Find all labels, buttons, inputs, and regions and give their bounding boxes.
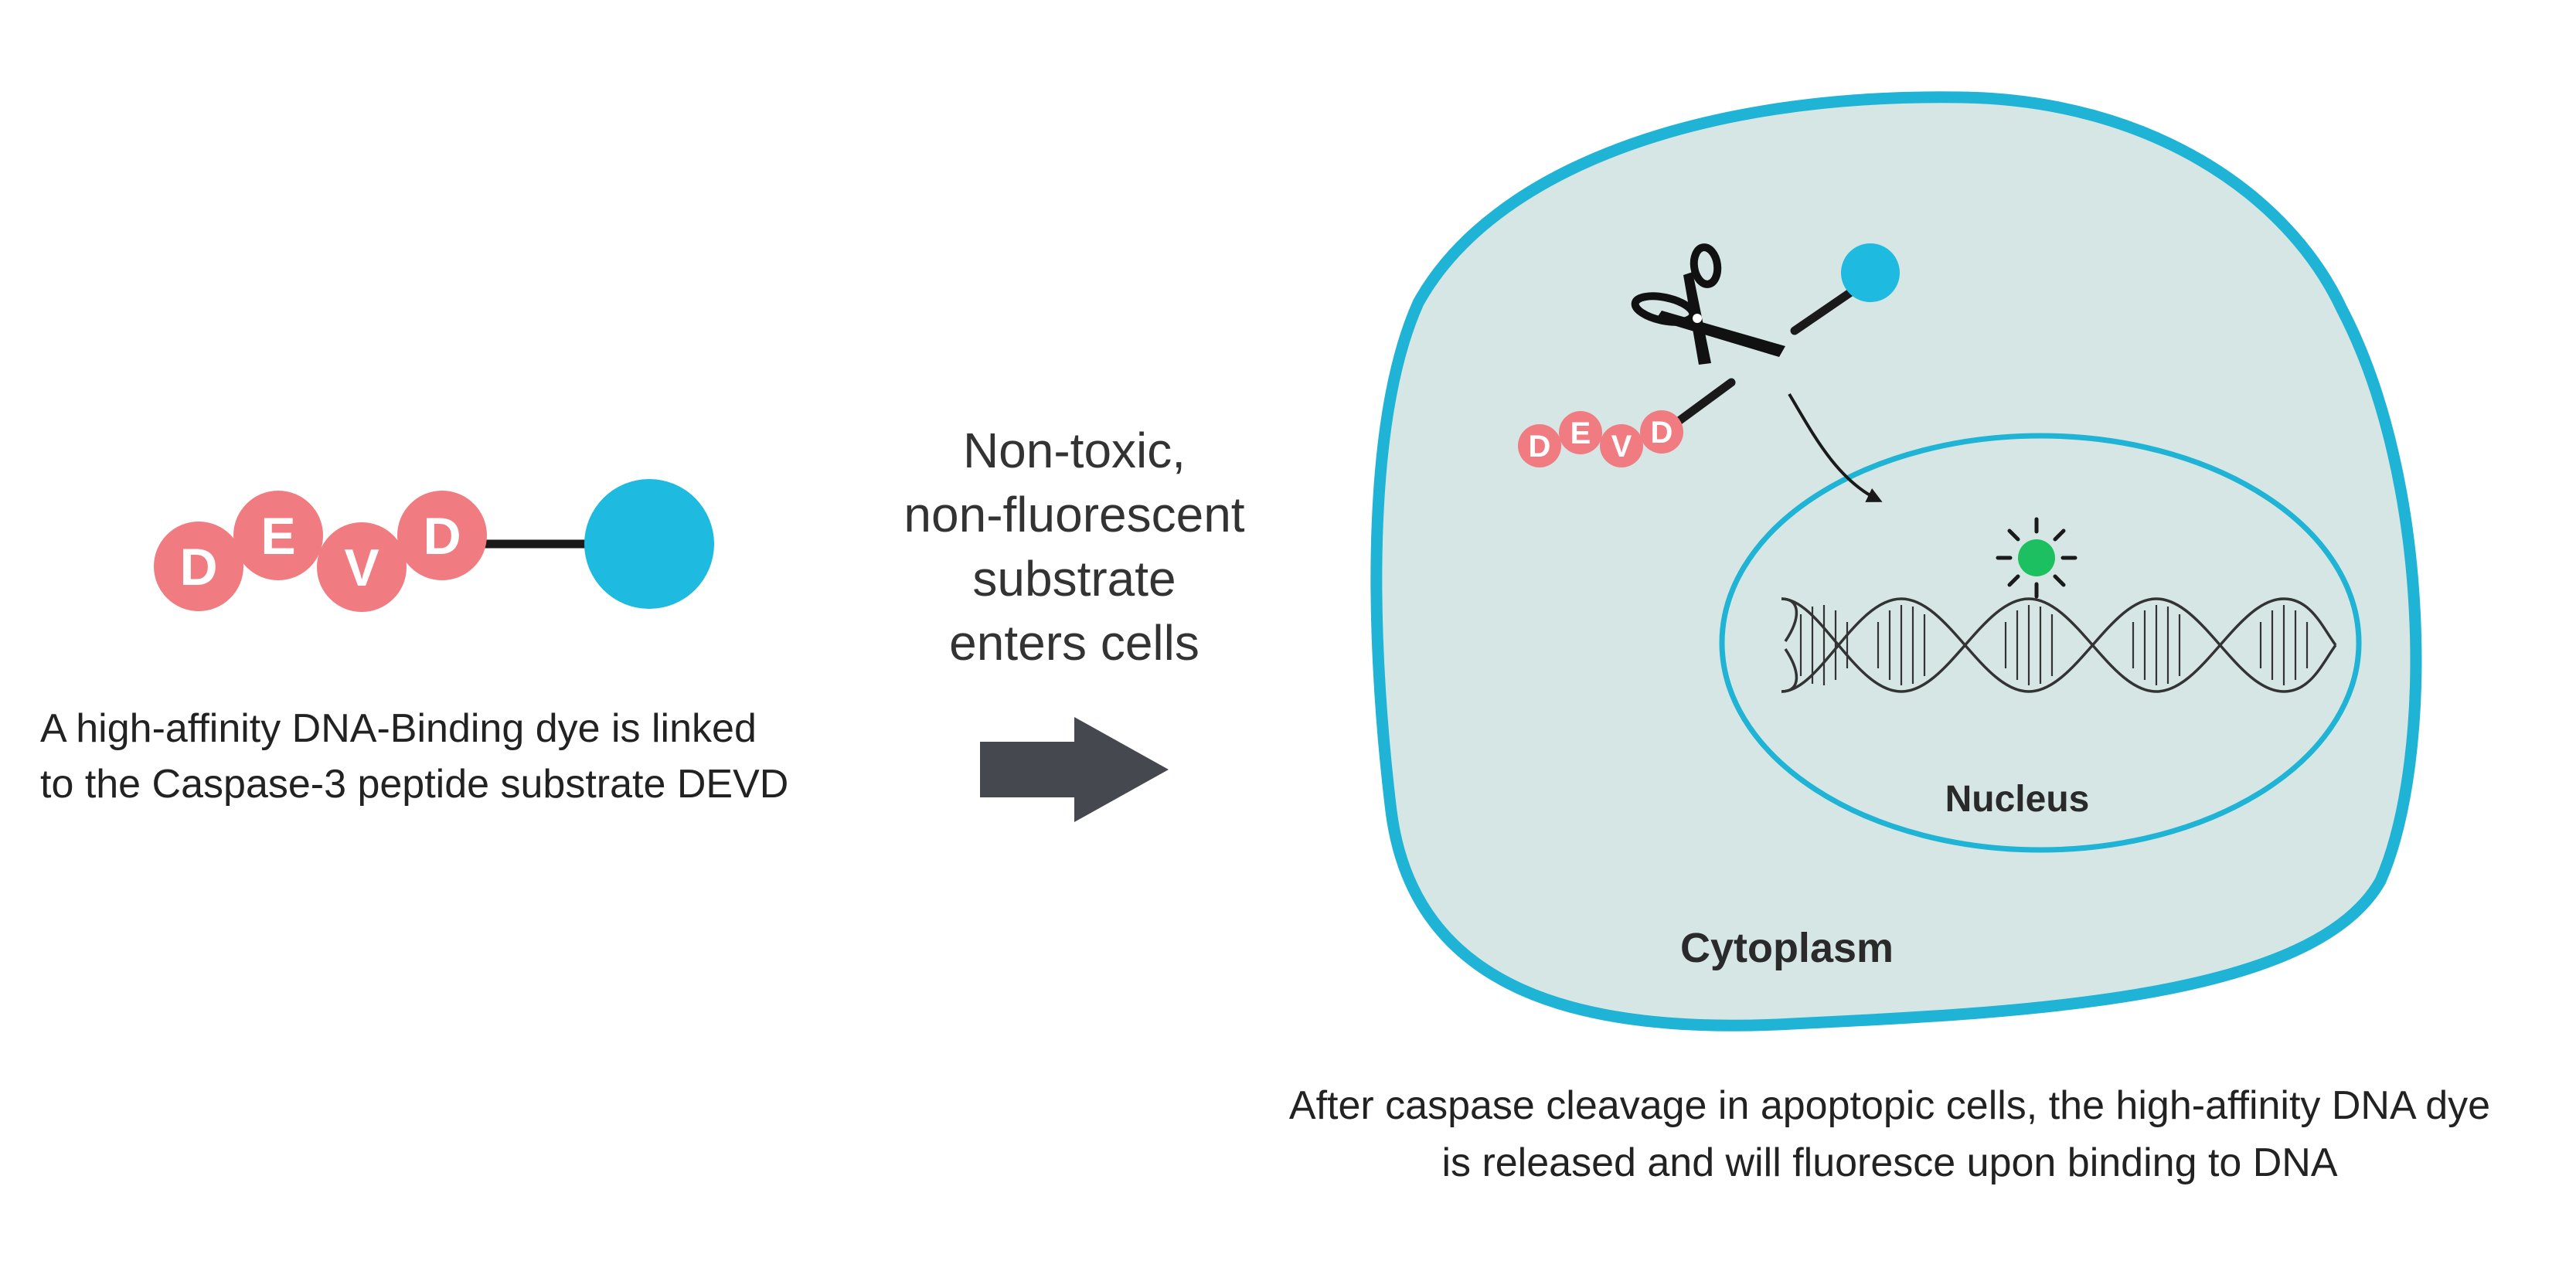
cell: D E V D Nucleus Cytoplas bbox=[1370, 91, 2422, 1031]
svg-text:non-fluorescent: non-fluorescent bbox=[903, 487, 1244, 542]
nucleus-label: Nucleus bbox=[1945, 779, 2090, 820]
released-dye bbox=[1790, 243, 1900, 335]
migration-arrow bbox=[1788, 393, 1883, 502]
svg-text:A high-affinity DNA-Binding dy: A high-affinity DNA-Binding dye is linke… bbox=[40, 706, 757, 751]
svg-text:E: E bbox=[1570, 416, 1591, 450]
cleaved-peptide: D E V D bbox=[1518, 378, 1736, 467]
peptide-bead-e: E bbox=[233, 491, 323, 580]
svg-text:is released and will fluoresce: is released and will fluoresce upon bind… bbox=[1441, 1140, 2337, 1185]
svg-text:to the Caspase-3 peptide subst: to the Caspase-3 peptide substrate DEVD bbox=[40, 762, 788, 807]
cytoplasm-label: Cytoplasm bbox=[1680, 925, 1894, 971]
peptide-bead-v: V bbox=[317, 522, 407, 612]
cell-bead-e: E bbox=[1559, 411, 1602, 454]
cell-bead-v: V bbox=[1600, 424, 1643, 467]
dna-helix bbox=[1781, 597, 2337, 693]
nucleus bbox=[1719, 433, 2362, 853]
cell-bead-d1: D bbox=[1518, 424, 1561, 467]
transition-text: Non-toxic, non-fluorescent substrate ent… bbox=[903, 423, 1244, 671]
dye-molecule bbox=[584, 479, 714, 609]
svg-text:D: D bbox=[1529, 430, 1551, 464]
cell-bead-d2: D bbox=[1640, 410, 1683, 454]
scissors-icon bbox=[1631, 243, 1785, 365]
svg-text:After caspase cleavage in apop: After caspase cleavage in apoptopic cell… bbox=[1289, 1083, 2490, 1128]
svg-text:substrate: substrate bbox=[972, 551, 1176, 607]
substrate-molecule: D E V D bbox=[154, 479, 714, 612]
transition-arrow bbox=[980, 717, 1169, 822]
cell-membrane bbox=[1370, 91, 2422, 1031]
svg-text:D: D bbox=[179, 538, 217, 596]
svg-text:D: D bbox=[1651, 416, 1673, 450]
result-caption: After caspase cleavage in apoptopic cell… bbox=[1289, 1083, 2490, 1185]
svg-text:E: E bbox=[260, 507, 295, 566]
svg-text:Non-toxic,: Non-toxic, bbox=[963, 423, 1186, 478]
svg-text:D: D bbox=[423, 507, 461, 566]
svg-text:V: V bbox=[344, 539, 379, 597]
peptide-bead-d1: D bbox=[154, 522, 243, 611]
fluorescent-dye bbox=[1996, 517, 2077, 599]
svg-text:enters cells: enters cells bbox=[949, 615, 1200, 671]
peptide-bead-d2: D bbox=[397, 491, 487, 580]
substrate-caption: A high-affinity DNA-Binding dye is linke… bbox=[40, 706, 788, 807]
svg-text:V: V bbox=[1611, 430, 1632, 464]
